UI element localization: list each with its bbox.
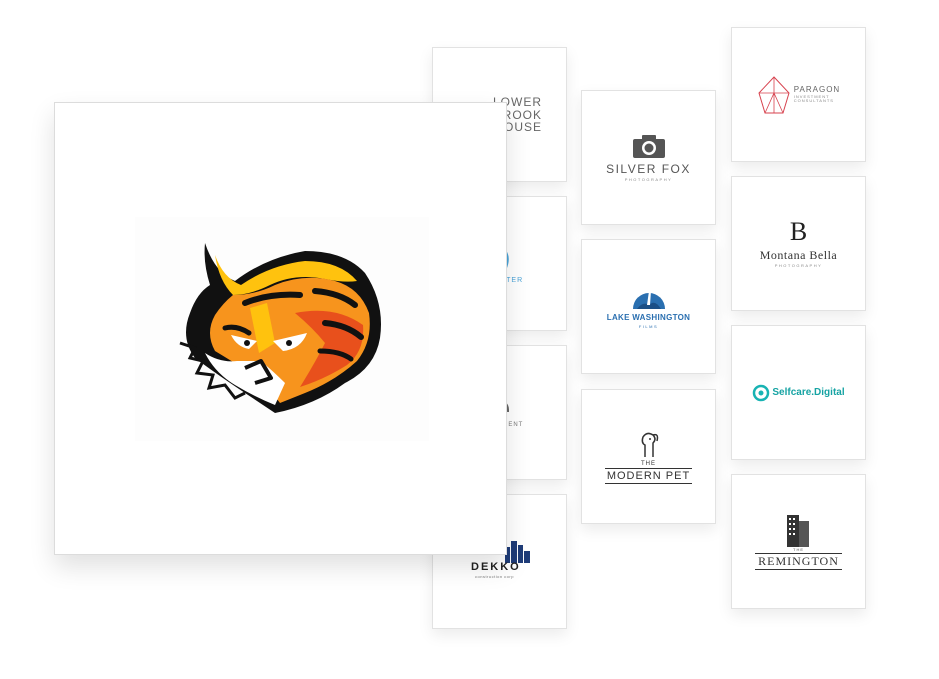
rent-text: RENT [503,422,524,428]
montana-bella-name: Montana Bella [759,248,838,262]
logo-card-paragon[interactable]: PARAGON INVESTMENT CONSULTANTS [731,27,866,162]
logo-card-modern-pet[interactable]: THE MODERN PET [581,389,716,524]
city-skyline-icon [505,541,530,563]
logo-card-selfcare-digital[interactable]: Selfcare.Digital [731,325,866,460]
dog-outline-icon [641,432,658,458]
silver-fox-name: SILVER FOX [606,161,691,176]
dekko-name: DEKKO [471,561,521,573]
modern-pet-line1: THE [641,461,656,468]
featured-logo-card[interactable] [54,102,507,555]
paragon-line2: INVESTMENT [793,93,830,99]
paragon-geometric-icon [758,75,790,113]
building-icon [786,515,809,548]
camera-icon [632,134,665,158]
remington-name: REMINGTON [755,552,842,570]
tiger-head-icon [179,243,381,413]
remington-prefix: THE [793,547,804,553]
paragon-line3: CONSULTANTS [793,97,834,103]
logo-card-silver-fox[interactable]: SILVER FOX PHOTOGRAPHY [581,90,716,225]
logo-card-lake-washington[interactable]: LAKE WASHINGTON FILMS [581,239,716,374]
water-text: ATER [501,277,524,284]
modern-pet-line2: MODERN PET [604,467,693,484]
selfcare-ring-icon [753,384,770,401]
logo-card-remington[interactable]: THE REMINGTON [731,474,866,609]
selfcare-name: Selfcare.Digital [772,387,845,398]
paragon-line1: PARAGON [793,84,841,94]
lake-washington-name: LAKE WASHINGTON [606,313,691,323]
montana-bella-tagline: PHOTOGRAPHY [774,263,823,269]
dekko-tagline: construction corp [475,574,514,579]
lake-washington-tagline: FILMS [638,324,659,330]
logo-card-montana-bella[interactable]: B Montana Bella PHOTOGRAPHY [731,176,866,311]
montana-bella-mark: B [789,217,808,247]
silver-fox-tagline: PHOTOGRAPHY [624,176,673,182]
heron-circle-icon [632,288,665,310]
